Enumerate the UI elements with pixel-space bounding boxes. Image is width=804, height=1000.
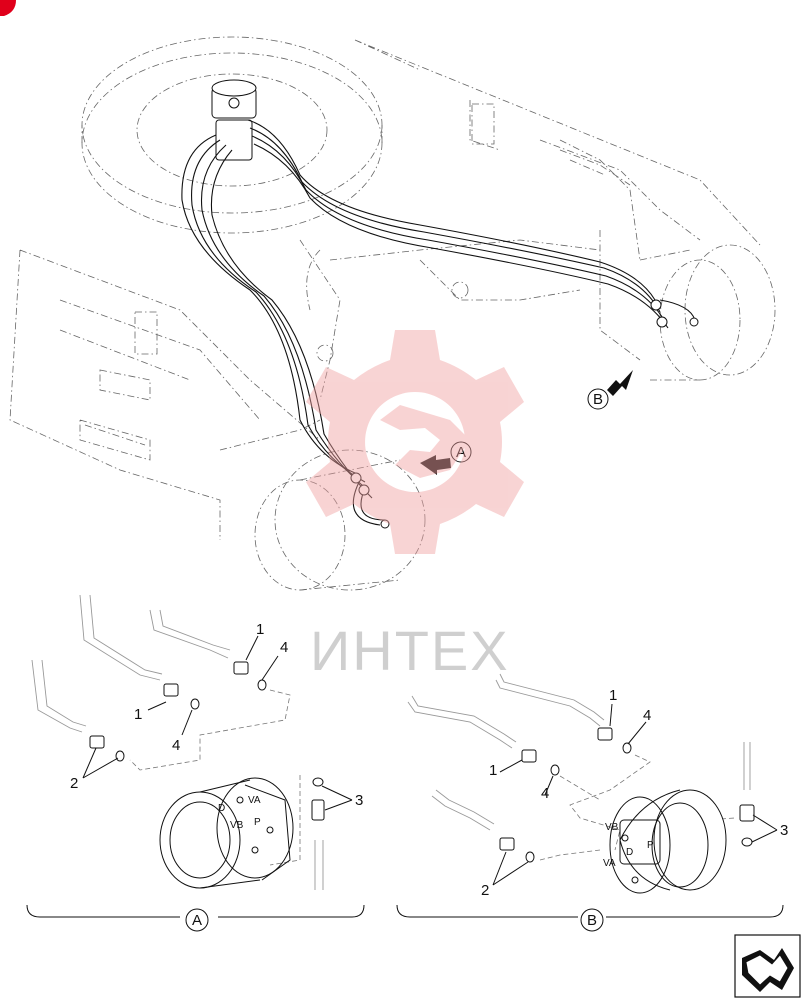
fitting-1b — [163, 683, 179, 697]
port-label-vb: VB — [230, 820, 244, 831]
port-label-d: D — [626, 847, 633, 858]
item-label-1: 1 — [489, 762, 497, 779]
fitting-1a — [233, 661, 249, 675]
o-ring-2 — [525, 851, 535, 863]
item-label-3: 3 — [355, 792, 363, 809]
fitting-2 — [499, 837, 515, 851]
port-label-va: VA — [603, 858, 616, 869]
machine-frame-outline — [9, 36, 776, 591]
callout-view-a[interactable]: A — [420, 441, 472, 475]
port-label-va: VA — [248, 795, 261, 806]
item-label-4: 4 — [643, 707, 651, 724]
o-ring-4a — [622, 742, 632, 754]
callout-label-a: A — [456, 444, 466, 461]
fitting-3 — [311, 799, 325, 821]
next-page-arrow-icon[interactable] — [734, 934, 801, 998]
item-label-1: 1 — [134, 706, 142, 723]
arrow-left-icon — [420, 455, 451, 475]
hose-bundle-right — [247, 119, 696, 329]
o-ring-4b — [190, 698, 200, 710]
item-label-2: 2 — [70, 775, 78, 792]
o-ring-4a — [257, 679, 267, 691]
corner-marker — [0, 0, 16, 16]
item-label-2: 2 — [481, 882, 489, 899]
travel-motor-b — [609, 789, 727, 894]
item-label-3: 3 — [780, 822, 788, 839]
port-label-d: D — [218, 803, 225, 814]
gear-icon — [306, 330, 524, 554]
arrow-up-right-icon — [607, 370, 633, 396]
o-ring-2 — [115, 750, 125, 762]
item-label-4: 4 — [172, 737, 180, 754]
port-label-p: P — [647, 840, 654, 851]
detail-a-label: A — [192, 912, 202, 929]
watermark-text: ИНТЕХ — [310, 619, 510, 682]
item-label-4: 4 — [280, 639, 288, 656]
travel-motor-a — [159, 777, 294, 889]
detail-a-bracket — [26, 904, 365, 918]
callout-view-b[interactable]: B — [587, 370, 633, 410]
item-label-1: 1 — [256, 621, 264, 638]
callout-label-b: B — [593, 391, 603, 408]
fitting-2 — [89, 735, 105, 749]
o-ring-3 — [741, 837, 753, 847]
detail-view-a: VA D VB P 1 1 2 3 4 4 A — [26, 594, 365, 932]
motor-fittings — [350, 299, 699, 529]
detail-b-label: B — [587, 912, 597, 929]
item-label-4: 4 — [541, 785, 549, 802]
fitting-1b — [521, 749, 537, 763]
detail-view-b: VB D P VA 1 1 2 3 4 4 B — [396, 673, 788, 932]
detail-b-bracket — [396, 904, 784, 918]
o-ring-4b — [550, 764, 560, 776]
swivel-joint — [211, 79, 257, 161]
item-label-1: 1 — [609, 687, 617, 704]
fitting-3 — [739, 804, 755, 822]
watermark-logo — [306, 330, 524, 554]
fitting-1a — [597, 727, 613, 741]
port-label-vb: VB — [605, 822, 619, 833]
hose-bundle-left — [181, 134, 386, 526]
o-ring-3 — [312, 777, 324, 787]
port-label-p: P — [254, 817, 261, 828]
